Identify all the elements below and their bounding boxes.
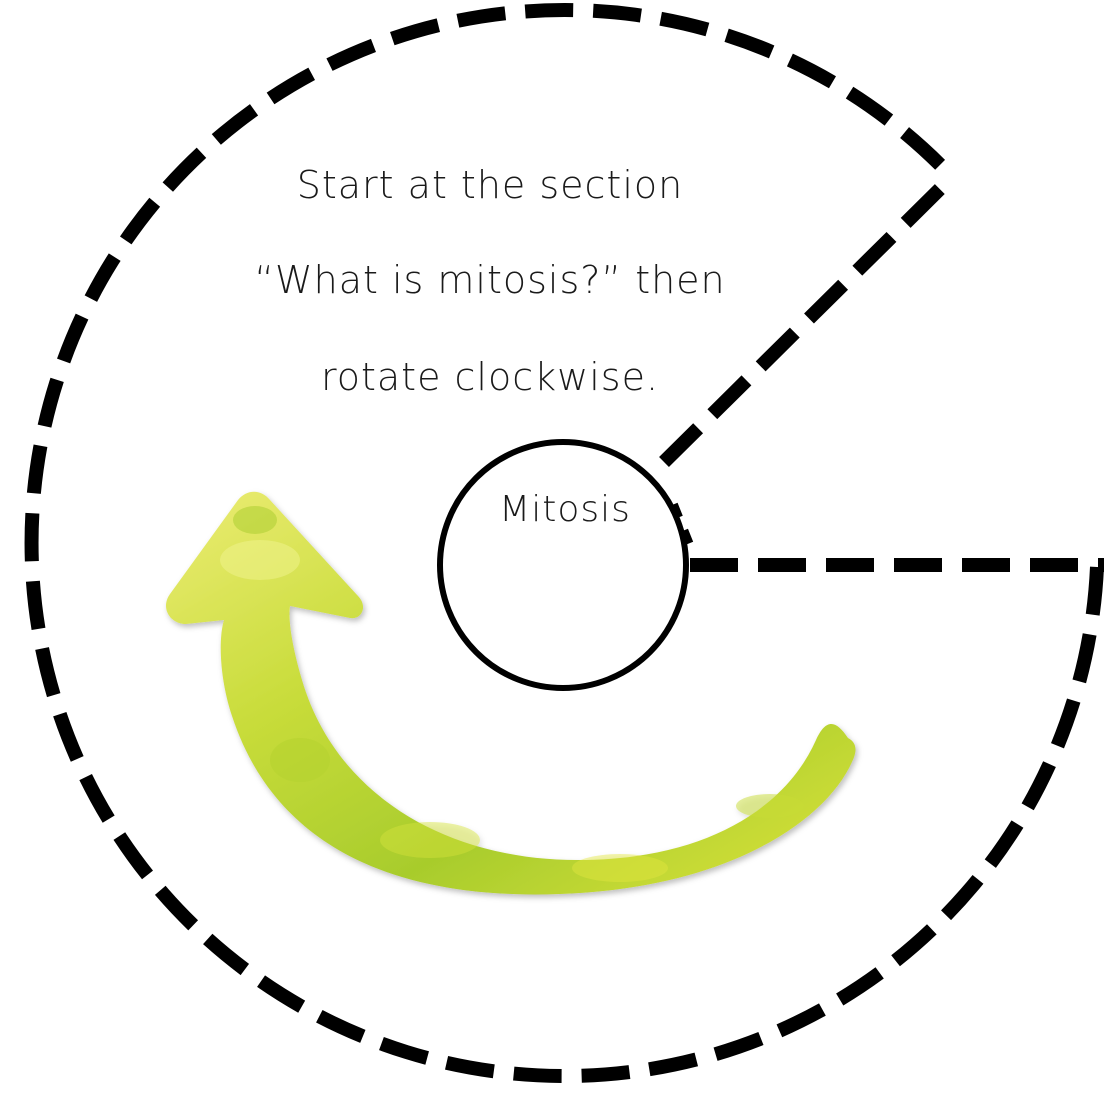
upper-radial-dashed-line: [664, 177, 952, 462]
center-hub-circle: [440, 442, 686, 688]
instruction-line-1: Start at the section: [190, 163, 790, 207]
instruction-line-3: rotate clockwise.: [190, 355, 790, 399]
instruction-line-2: “What is mitosis?” then: [190, 258, 790, 302]
center-hub-label: Mitosis: [470, 489, 660, 530]
